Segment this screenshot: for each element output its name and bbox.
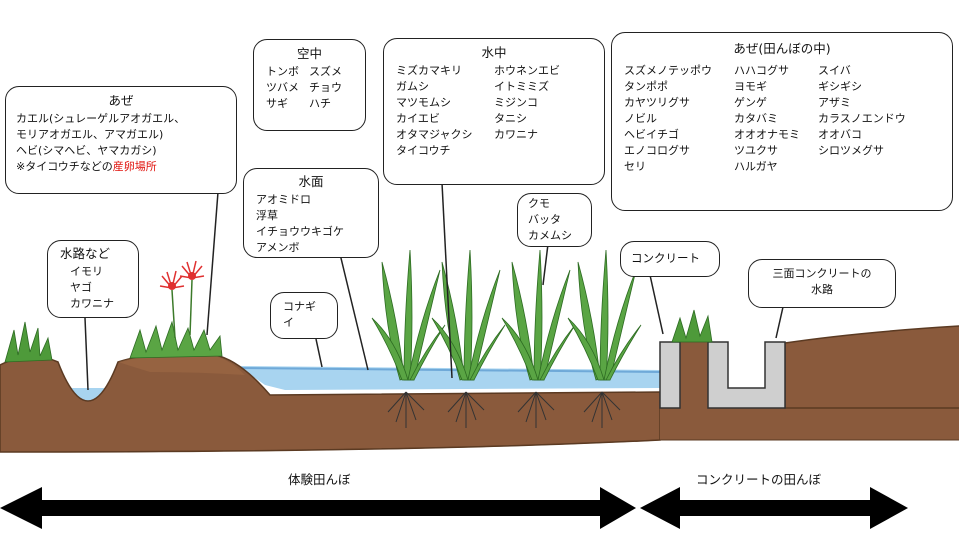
callout-line: 水路: [811, 283, 833, 296]
note-highlight: 産卵場所: [112, 160, 157, 173]
callout-title: 空中: [296, 46, 322, 61]
callout-line: スズメ: [309, 65, 342, 78]
three-sided-channel: [707, 341, 786, 409]
callout-line: クモ: [528, 197, 550, 210]
callout-line: トンボ: [266, 65, 299, 78]
callout-line: カワニナ: [70, 297, 114, 310]
callout-line: スズメノテッポウ: [624, 64, 712, 77]
rice-plant: [567, 249, 642, 381]
callout-title: あぜ: [108, 93, 134, 108]
callout-line: ハチ: [309, 97, 331, 110]
callout-line: タイコウチ: [396, 144, 451, 157]
callout-line: チョウ: [309, 81, 342, 94]
arrow-taiken: [0, 487, 636, 529]
callout-line: アザミ: [818, 96, 851, 109]
callout-line: オタマジャクシ: [396, 128, 473, 141]
callout-title: 水中: [481, 45, 507, 60]
callout-line: ヘビ(シマヘビ、ヤマカガシ): [16, 144, 157, 157]
callout-line: カワニナ: [494, 128, 538, 141]
callout-line: 三面コンクリートの: [772, 267, 872, 280]
callout-line: ミズカマキリ: [396, 64, 462, 77]
callout-suiro: 水路など イモリ ヤゴ カワニナ: [47, 240, 139, 318]
arrow-concrete: [640, 487, 908, 529]
rice-roots: [387, 391, 621, 428]
callout-line: カエル(シュレーゲルアオガエル、: [16, 112, 186, 125]
callout-line: セリ: [624, 160, 646, 173]
callout-title: あぜ(田んぼの中): [733, 41, 831, 56]
label-concrete-tanbo: コンクリートの田んぼ: [696, 472, 822, 487]
callout-pointers: [84, 182, 784, 391]
callout-kumo: クモ バッタ カメムシ: [517, 193, 592, 247]
callout-title: コンクリート: [631, 251, 700, 265]
callout-line: コナギ: [283, 300, 316, 313]
note-text: ※タイコウチなどの: [16, 160, 113, 173]
callout-aze-left: あぜ カエル(シュレーゲルアオガエル、 モリアオガエル、アマガエル) ヘビ(シマ…: [5, 86, 237, 194]
callout-line: バッタ: [528, 213, 561, 226]
callout-line: エノコログサ: [624, 144, 690, 157]
callout-line: ゲンゲ: [734, 96, 767, 109]
grass-tuft-bank: [129, 320, 223, 359]
callout-line: ギシギシ: [818, 80, 862, 93]
callout-concrete: コンクリート: [620, 241, 720, 277]
callout-line: ノビル: [624, 112, 657, 125]
callout-line: カラスノエンドウ: [818, 112, 906, 125]
callout-line: ヘビイチゴ: [624, 128, 679, 141]
callout-line: ハハコグサ: [734, 64, 789, 77]
callout-line: ヨモギ: [734, 80, 767, 93]
callout-line: カメムシ: [528, 229, 572, 242]
red-flower-icon: [159, 260, 205, 339]
callout-line: ツユクサ: [734, 144, 778, 157]
rice-plant: [371, 249, 446, 381]
callout-line: オオバコ: [818, 128, 862, 141]
callout-line: モリアオガエル、アマガエル): [16, 128, 164, 141]
rice-plant: [431, 249, 506, 381]
callout-line: カイエビ: [396, 112, 440, 125]
callout-suichu: 水中 ミズカマキリ ガムシ マツモムシ カイエビ オタマジャクシ タイコウチ ホ…: [383, 38, 605, 185]
callout-line: ホウネンエビ: [494, 64, 560, 77]
label-taiken-tanbo: 体験田んぼ: [288, 472, 351, 487]
callout-line: シロツメグサ: [818, 144, 884, 157]
callout-line: イチョウウキゴケ: [256, 225, 344, 238]
grass-tuft-left: [4, 321, 53, 363]
callout-line: オオオナモミ: [734, 128, 800, 141]
callout-kuchu: 空中 トンボ ツバメ サギ スズメ チョウ ハチ: [253, 39, 366, 131]
callout-note: ※タイコウチなどの産卵場所: [16, 159, 226, 175]
callout-line: ヤゴ: [70, 281, 92, 294]
callout-line: イトミミズ: [494, 80, 549, 93]
callout-title: 水面: [298, 174, 324, 189]
concrete-soil: [660, 408, 959, 440]
callout-line: ミジンコ: [494, 96, 538, 109]
grass-tuft-concrete: [671, 309, 713, 343]
callout-line: スイバ: [818, 64, 851, 77]
callout-konagi: コナギ イ: [270, 292, 338, 339]
callout-line: カタバミ: [734, 112, 778, 125]
rice-plant: [501, 249, 576, 381]
callout-line: マツモムシ: [396, 96, 451, 109]
callout-line: タンポポ: [624, 80, 668, 93]
callout-line: ハルガヤ: [734, 160, 778, 173]
callout-title: 水路など: [60, 246, 111, 261]
callout-line: 浮草: [256, 209, 278, 222]
callout-line: イ: [283, 316, 294, 329]
callout-line: イモリ: [70, 265, 103, 278]
callout-line: ガムシ: [396, 80, 429, 93]
callout-line: アメンボ: [256, 241, 300, 254]
callout-sanmen: 三面コンクリートの 水路: [748, 259, 896, 308]
callout-line: タニシ: [494, 112, 527, 125]
concrete-wall: [659, 341, 681, 409]
callout-aze-right: あぜ(田んぼの中) スズメノテッポウ タンポポ カヤツリグサ ノビル ヘビイチゴ…: [611, 32, 953, 211]
callout-line: ツバメ: [266, 81, 299, 94]
callout-suimen: 水面 アオミドロ 浮草 イチョウウキゴケ アメンボ: [243, 168, 379, 258]
callout-line: サギ: [266, 97, 288, 110]
callout-line: カヤツリグサ: [624, 96, 690, 109]
callout-line: アオミドロ: [256, 193, 311, 206]
